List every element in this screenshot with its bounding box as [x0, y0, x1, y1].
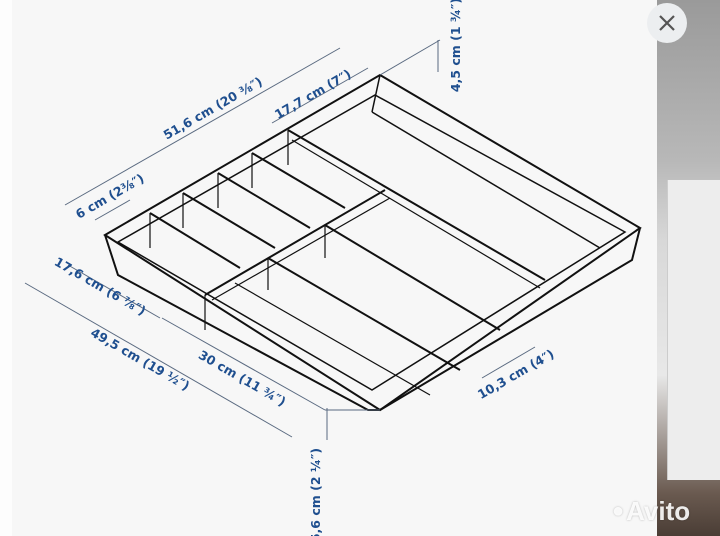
tray-front-right-face [379, 227, 641, 411]
tray-inner-rim [116, 94, 627, 391]
watermark-text: Avito [626, 496, 691, 526]
close-button[interactable] [647, 3, 687, 43]
dimension-height-back: 4,5 cm (1 ¾″) [448, 0, 463, 92]
avito-logo-icon: ● [612, 500, 625, 522]
previous-image-edge [0, 0, 12, 536]
dimension-lines [24, 39, 536, 440]
next-image-panel [667, 180, 720, 480]
avito-watermark: ● Avito [612, 496, 690, 527]
image-background [12, 0, 657, 536]
close-icon [659, 15, 675, 31]
next-image-preview[interactable] [657, 0, 720, 536]
dimension-height-front: 5,6 cm (2 ¼″) [308, 448, 323, 536]
